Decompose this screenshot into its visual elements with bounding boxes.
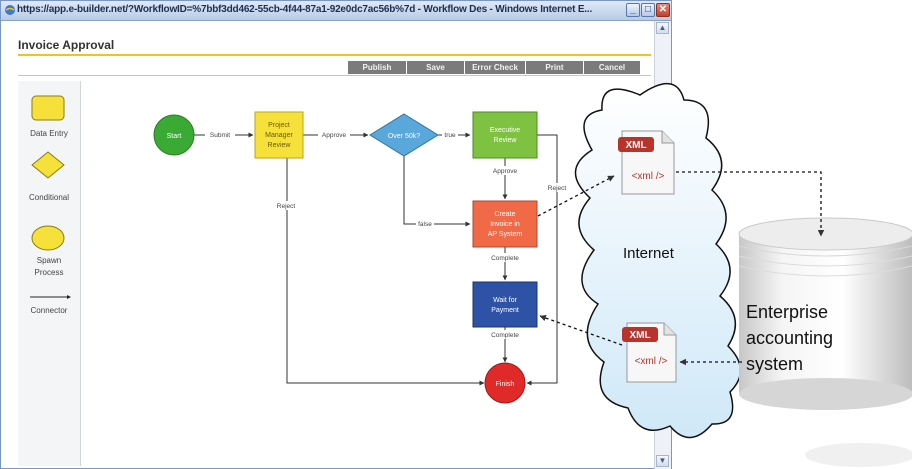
- edge-reject-right: [526, 134, 558, 386]
- ie-icon: [5, 5, 15, 15]
- xml-code-label-2: <xml />: [635, 356, 668, 367]
- spawn-process-label: Spawn Process: [34, 256, 64, 277]
- publish-button[interactable]: Publish: [348, 61, 407, 74]
- edge-label-complete-1: Complete: [491, 255, 519, 262]
- edge-label-approve-1: Approve: [322, 132, 347, 139]
- xml-badge-label-2: XML: [629, 330, 650, 341]
- window-title: https://app.e-builder.net/?WorkflowID=%7…: [17, 4, 593, 15]
- edge-label-true: true: [444, 132, 456, 139]
- edge-label-reject-right: Reject: [548, 185, 567, 192]
- executive-review-label-2: Review: [494, 137, 518, 144]
- edge-false: [403, 156, 471, 227]
- close-button[interactable]: ✕: [656, 3, 670, 17]
- xml-code-label: <xml />: [632, 171, 665, 182]
- dashed-arrow-to-xml-1: [537, 175, 615, 217]
- finish-label: Finish: [496, 381, 515, 388]
- conditional-label: Conditional: [28, 193, 70, 202]
- label-bg-false: [416, 219, 434, 228]
- xml-document-icon-2: [622, 322, 677, 383]
- pm-review-label-1: Project: [268, 122, 290, 129]
- internet-label: Internet: [623, 245, 675, 262]
- create-invoice-label-1: Create: [494, 211, 515, 218]
- data-entry-shape[interactable]: [31, 95, 65, 121]
- finish-node[interactable]: [484, 362, 526, 404]
- save-button[interactable]: Save: [407, 61, 465, 74]
- wait-payment-node[interactable]: [472, 281, 538, 328]
- pm-review-label-2: Manager: [265, 132, 293, 139]
- page-title: Invoice Approval: [18, 38, 115, 52]
- executive-review-label-1: Executive: [490, 127, 520, 134]
- label-bg-true: [442, 130, 458, 139]
- dashed-arrow-to-database: [676, 171, 825, 237]
- data-entry-label: Data Entry: [30, 129, 68, 138]
- xml-badge-2: [622, 327, 658, 342]
- print-button[interactable]: Print: [526, 61, 584, 74]
- database-cylinder: [738, 217, 912, 410]
- connector-arrowhead: [67, 295, 71, 299]
- browser-window: https://app.e-builder.net/?WorkflowID=%7…: [0, 0, 672, 469]
- shape-palette: Data Entry Conditional Spawn Process Con…: [18, 81, 81, 466]
- label-bg-approve-1: [318, 130, 350, 139]
- edge-label-complete-2: Complete: [491, 332, 519, 339]
- edge-label-false: false: [418, 221, 432, 228]
- label-bg-complete-1: [486, 253, 524, 262]
- toolbar: Publish Save Error Check Print Cancel: [348, 61, 640, 74]
- maximize-button[interactable]: □: [641, 3, 655, 17]
- database-label-2: accounting: [746, 328, 833, 348]
- xml-badge: [618, 137, 654, 152]
- error-check-button[interactable]: Error Check: [465, 61, 526, 74]
- start-label: Start: [167, 133, 182, 140]
- wait-payment-label-1: Wait for: [493, 297, 518, 304]
- pm-review-node[interactable]: [254, 111, 304, 159]
- title-divider: [18, 54, 651, 56]
- edge-reject-left: [286, 158, 485, 386]
- edge-label-reject-left: Reject: [277, 203, 296, 210]
- title-bar[interactable]: https://app.e-builder.net/?WorkflowID=%7…: [1, 1, 671, 21]
- executive-review-node[interactable]: [472, 111, 538, 159]
- edge-label-approve-2: Approve: [493, 168, 518, 175]
- database-label-3: system: [746, 354, 803, 374]
- edge-label-submit: Submit: [210, 132, 230, 139]
- xml-badge-label: XML: [625, 140, 646, 151]
- wait-payment-label-2: Payment: [491, 307, 519, 314]
- pm-review-label-3: Review: [268, 142, 292, 149]
- create-invoice-label-3: AP System: [488, 231, 523, 238]
- label-bg-complete-2: [486, 330, 524, 339]
- toolbar-divider: [18, 75, 651, 76]
- scroll-down-icon[interactable]: ▼: [656, 455, 669, 467]
- spawn-process-shape[interactable]: [31, 225, 65, 251]
- cancel-button[interactable]: Cancel: [584, 61, 640, 74]
- database-label-1: Enterprise: [746, 302, 828, 322]
- create-invoice-node[interactable]: [472, 200, 538, 248]
- create-invoice-label-2: Invoice in: [490, 221, 520, 228]
- label-bg-reject-left: [272, 201, 300, 210]
- start-node[interactable]: [153, 114, 195, 156]
- over-50k-node[interactable]: [369, 113, 439, 157]
- connector-label: Connector: [30, 306, 68, 315]
- conditional-shape[interactable]: [31, 151, 65, 179]
- over-50k-label: Over 50k?: [388, 133, 420, 140]
- dashed-arrow-to-wait-payment: [539, 314, 623, 346]
- xml-document-icon: [618, 130, 675, 195]
- scroll-up-icon[interactable]: ▲: [656, 22, 669, 34]
- label-bg-approve-2: [488, 166, 522, 175]
- label-bg-submit: [205, 130, 235, 139]
- palette-shapes: [30, 95, 71, 299]
- minimize-button[interactable]: _: [626, 3, 640, 17]
- internet-cloud: [574, 82, 742, 439]
- floor-reflection: [805, 443, 912, 467]
- label-bg-reject-right: [542, 183, 570, 192]
